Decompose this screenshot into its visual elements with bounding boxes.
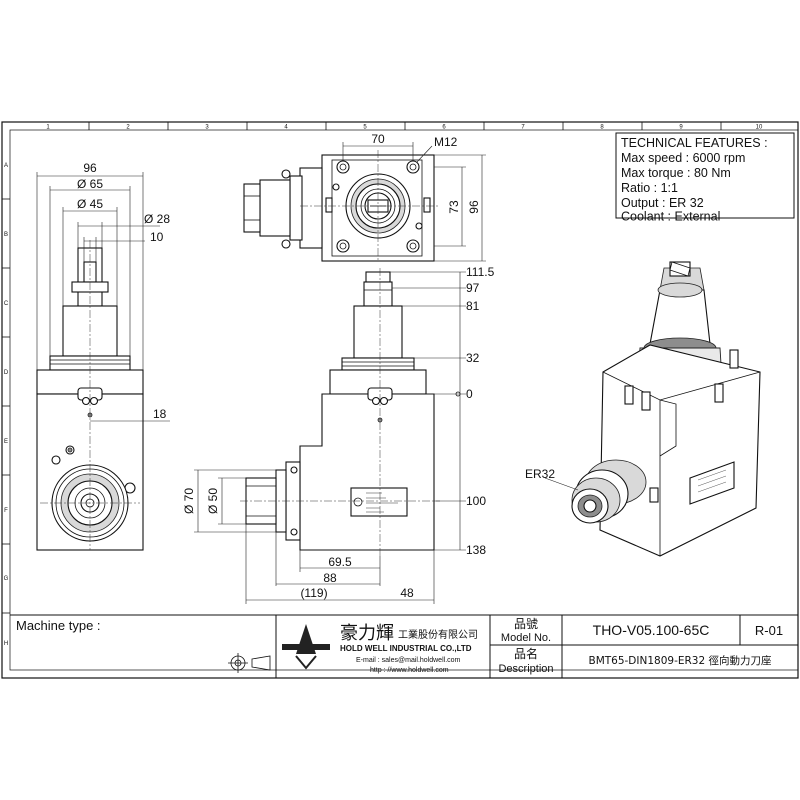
grid-col-6: 6	[442, 125, 446, 131]
machine-type-label: Machine type :	[16, 618, 101, 633]
technical-features-box: TECHNICAL FEATURES : Max speed : 6000 rp…	[615, 132, 795, 224]
front-view: 111.5 97 81 32 0 100 138 Ø 70 Ø 50 6	[182, 265, 495, 604]
dim-96-top: 96	[467, 200, 481, 214]
dim-0: 0	[466, 387, 473, 401]
description-label-en: Description	[498, 663, 553, 675]
top-view: 70 M12 73 96	[243, 132, 486, 262]
tech-coolant: Coolant : External	[621, 210, 720, 224]
grid-col-5: 5	[363, 125, 367, 131]
model-label-en: Model No.	[501, 632, 551, 644]
dim-96-left: 96	[83, 161, 97, 175]
company-name-cn: 豪力輝	[340, 623, 394, 644]
dim-70-top: 70	[371, 132, 385, 146]
dim-dia-70: Ø 70	[182, 488, 196, 514]
drawing-frame: 1 2 3 4 5 6 7 8 9 10 A B C D E F G H	[1, 121, 799, 679]
tech-ratio: Ratio : 1:1	[621, 181, 678, 195]
dim-18: 18	[153, 407, 167, 421]
tech-output: Output : ER 32	[621, 196, 704, 210]
grid-row-e: E	[4, 439, 8, 445]
grid-col-4: 4	[284, 125, 288, 131]
dim-81: 81	[466, 299, 480, 313]
grid-row-c: C	[4, 301, 9, 307]
grid-col-8: 8	[600, 125, 604, 131]
dim-dia-65: Ø 65	[77, 177, 103, 191]
model-number: THO-V05.100-65C	[593, 622, 710, 638]
dim-97: 97	[466, 281, 480, 295]
tech-max-torque: Max torque : 80 Nm	[621, 166, 731, 180]
dim-10: 10	[150, 230, 164, 244]
dim-73: 73	[447, 200, 461, 214]
company-name-en: HOLD WELL INDUSTRIAL CO.,LTD	[340, 644, 472, 653]
grid-row-d: D	[4, 370, 9, 376]
grid-row-g: G	[4, 576, 9, 582]
title-block: Machine type : 豪力輝 工業股份有限公司 HOLD WELL IN…	[10, 614, 798, 678]
dim-138: 138	[466, 543, 486, 557]
dim-88: 88	[323, 571, 337, 585]
company-email: E-mail : sales@mail.holdwell.com	[356, 657, 461, 664]
dim-111-5: 111.5	[466, 265, 495, 279]
grid-col-7: 7	[521, 125, 525, 131]
revision: R-01	[755, 623, 783, 638]
dim-48: 48	[400, 586, 414, 600]
grid-col-2: 2	[126, 125, 130, 131]
tech-max-speed: Max speed : 6000 rpm	[621, 151, 745, 165]
dim-32: 32	[466, 351, 480, 365]
dim-dia-28: Ø 28	[144, 212, 170, 226]
description-label-cn: 品名	[514, 646, 538, 661]
company-logo	[282, 624, 330, 670]
company-website: http : //www.holdwell.com	[370, 667, 449, 674]
company-name-cn-suffix: 工業股份有限公司	[398, 628, 478, 641]
dim-69-5: 69.5	[328, 555, 352, 569]
grid-col-10: 10	[756, 125, 763, 131]
dim-100: 100	[466, 494, 486, 508]
dim-dia-50: Ø 50	[206, 488, 220, 514]
grid-row-f: F	[4, 508, 8, 514]
projection-symbol	[228, 653, 271, 673]
model-label-cn: 品號	[514, 617, 538, 631]
left-side-view: 96 Ø 65 Ø 45 Ø 28 10 18	[36, 161, 170, 551]
tech-heading: TECHNICAL FEATURES :	[621, 136, 768, 150]
description-value: BMT65-DIN1809-ER32 徑向動力刀座	[588, 654, 771, 667]
label-er32: ER32	[525, 467, 555, 481]
dim-dia-45: Ø 45	[77, 197, 103, 211]
grid-col-9: 9	[679, 125, 683, 131]
dim-m12: M12	[434, 135, 458, 149]
grid-row-h: H	[4, 641, 8, 647]
grid-col-1: 1	[46, 125, 50, 131]
dim-119: (119)	[300, 586, 327, 600]
grid-row-a: A	[4, 163, 8, 169]
isometric-view: ER32	[525, 261, 761, 557]
grid-col-3: 3	[205, 125, 209, 131]
grid-row-b: B	[4, 232, 8, 238]
